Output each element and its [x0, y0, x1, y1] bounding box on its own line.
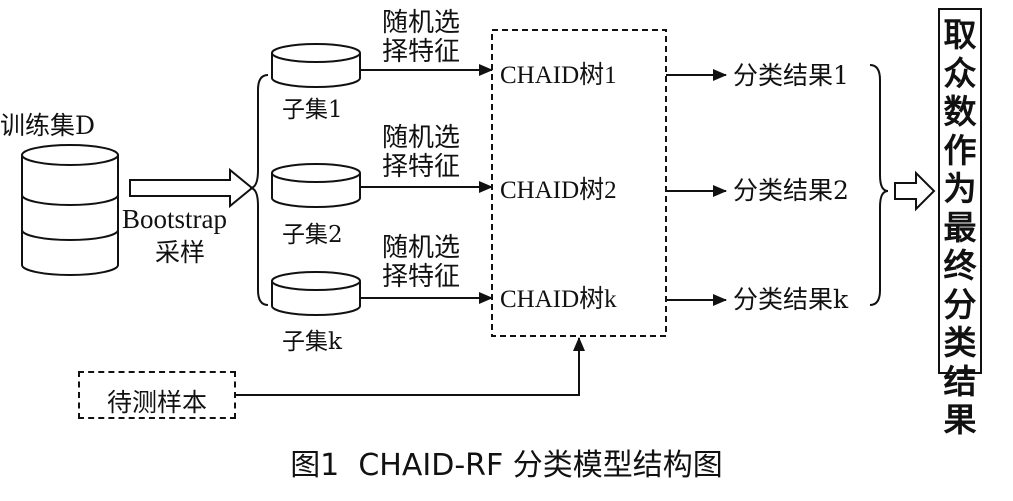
bootstrap-arrow	[129, 167, 254, 209]
feature-selection-label-2: 随机选择特征	[381, 123, 460, 182]
chaid-tree-k-label: CHAID树k	[500, 286, 617, 313]
feature-selection-label-1: 随机选择特征	[381, 8, 460, 67]
result-1-label: 分类结果1	[733, 61, 849, 90]
final-result-label: 取众数作为最终分类结果	[943, 15, 977, 439]
training-set-database-icon	[21, 144, 119, 276]
subset-1-cylinder-icon	[271, 43, 361, 88]
test-sample-label: 待测样本	[106, 388, 207, 417]
subset-k-label: 子集k	[282, 329, 342, 355]
final-result-box: 取众数作为最终分类结果	[938, 8, 982, 439]
bootstrap-label: Bootstrap	[122, 204, 227, 234]
subset-k-cylinder-icon	[271, 271, 361, 316]
subset-2-label: 子集2	[282, 222, 343, 248]
sampling-label: 采样	[155, 238, 206, 267]
result-2-label: 分类结果2	[733, 176, 849, 205]
arrow-test-sample-to-trees	[236, 337, 585, 396]
figure-caption: 图1 CHAID-RF 分类模型结构图	[290, 448, 723, 483]
chaid-tree-2-label: CHAID树2	[500, 177, 617, 204]
test-sample-box: 待测样本	[78, 371, 236, 419]
result-k-label: 分类结果k	[733, 285, 849, 314]
results-brace	[869, 64, 889, 306]
training-set-label: 训练集D	[0, 111, 96, 140]
feature-selection-label-k: 随机选择特征	[381, 233, 460, 292]
subset-1-label: 子集1	[282, 97, 343, 123]
subsets-brace	[249, 74, 269, 306]
subset-2-cylinder-icon	[271, 163, 361, 208]
final-result-arrow	[894, 170, 936, 212]
chaid-tree-1-label: CHAID树1	[500, 62, 617, 89]
